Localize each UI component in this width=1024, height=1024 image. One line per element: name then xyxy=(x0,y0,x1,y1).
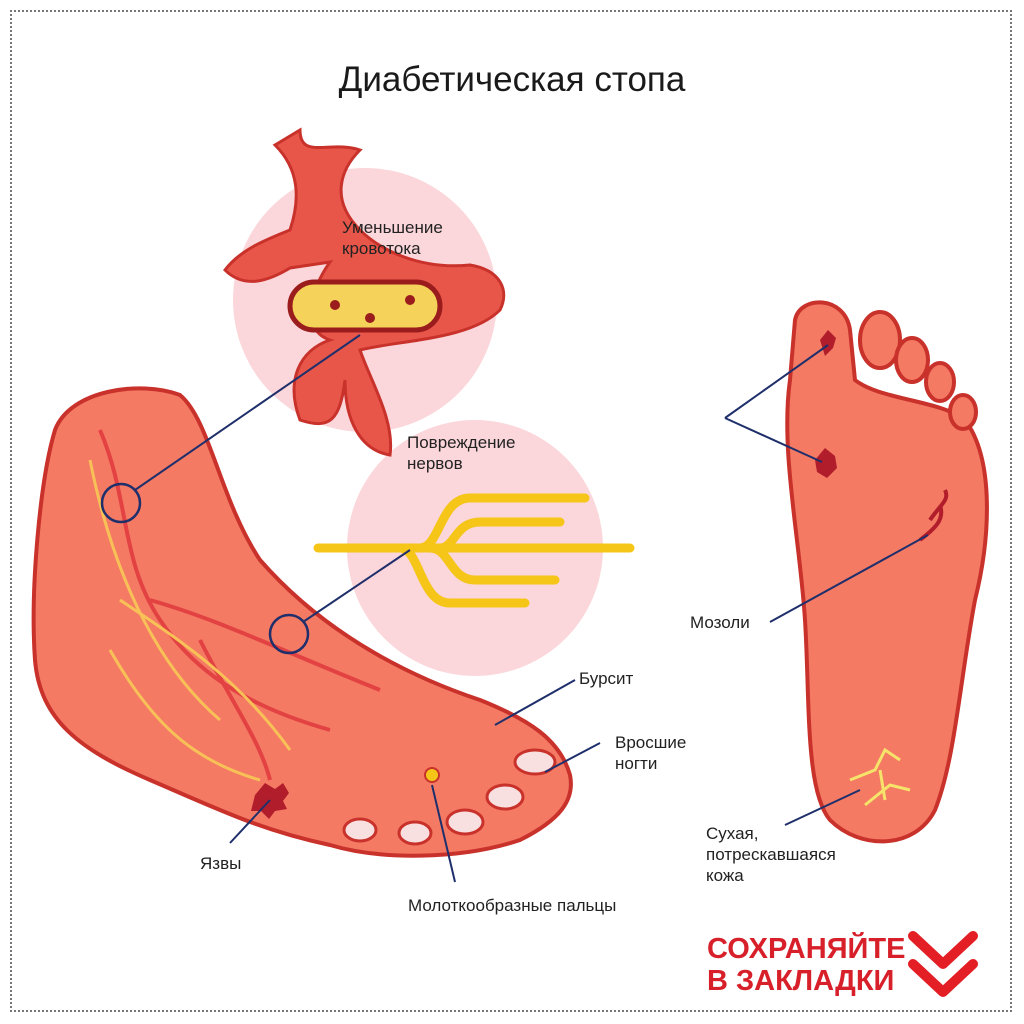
nerve-icon xyxy=(313,493,635,608)
vessel-cross-section xyxy=(287,279,443,333)
double-chevron-down-icon xyxy=(908,931,978,997)
label-calluses: Мозоли xyxy=(690,613,750,632)
label-bursitis: Бурсит xyxy=(579,669,634,688)
label-ulcers: Язвы xyxy=(200,854,242,873)
foot-sole-view xyxy=(785,300,989,844)
page-title: Диабетическая стопа xyxy=(338,60,686,99)
label-hammer-toes: Молоткообразные пальцы xyxy=(408,896,617,915)
dotted-frame xyxy=(10,10,1012,1012)
pointer-lines xyxy=(134,334,929,883)
